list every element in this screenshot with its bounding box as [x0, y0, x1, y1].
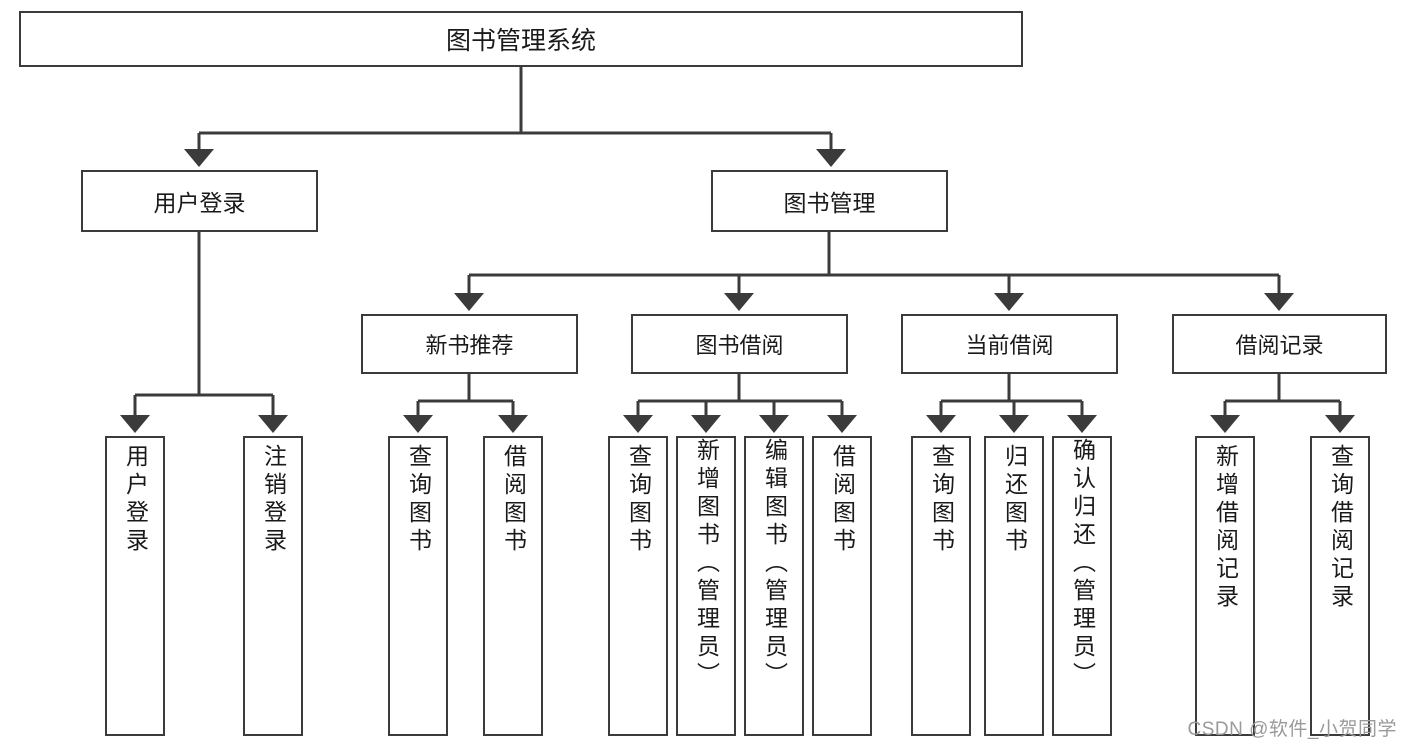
leaf-query-book-borrow[interactable]: 查询图书	[608, 436, 668, 736]
leaf-return-book-label: 归还图书	[1001, 444, 1028, 556]
leaf-query-book-current-label: 查询图书	[928, 444, 955, 556]
leaf-user-login[interactable]: 用户登录	[105, 436, 165, 736]
node-book-borrow[interactable]: 图书借阅	[631, 314, 848, 374]
node-borrow-record-label: 借阅记录	[1235, 333, 1324, 358]
node-user-login-label: 用户登录	[153, 190, 246, 216]
leaf-confirm-return-admin-label: 确认归还（管理员）	[1069, 438, 1096, 690]
leaf-query-borrow-record[interactable]: 查询借阅记录	[1310, 436, 1370, 736]
watermark: CSDN @软件_小贺同学	[1187, 719, 1397, 740]
node-root[interactable]: 图书管理系统	[19, 11, 1023, 67]
leaf-borrow-book[interactable]: 借阅图书	[812, 436, 872, 736]
leaf-add-borrow-record[interactable]: 新增借阅记录	[1195, 436, 1255, 736]
leaf-borrow-book-recommend-label: 借阅图书	[500, 444, 527, 556]
leaf-edit-book-admin[interactable]: 编辑图书（管理员）	[744, 436, 804, 736]
node-current-borrow[interactable]: 当前借阅	[901, 314, 1118, 374]
leaf-edit-book-admin-label: 编辑图书（管理员）	[761, 438, 788, 690]
leaf-query-book-borrow-label: 查询图书	[625, 444, 652, 556]
leaf-add-borrow-record-label: 新增借阅记录	[1212, 444, 1239, 612]
leaf-borrow-book-label: 借阅图书	[829, 444, 856, 556]
leaf-add-book-admin-label: 新增图书（管理员）	[693, 438, 720, 690]
leaf-query-book-current[interactable]: 查询图书	[911, 436, 971, 736]
leaf-logout[interactable]: 注销登录	[243, 436, 303, 736]
node-book-management[interactable]: 图书管理	[711, 170, 948, 232]
leaf-return-book[interactable]: 归还图书	[984, 436, 1044, 736]
node-root-label: 图书管理系统	[445, 27, 596, 55]
node-new-book-recommend[interactable]: 新书推荐	[361, 314, 578, 374]
leaf-borrow-book-recommend[interactable]: 借阅图书	[483, 436, 543, 736]
node-borrow-record[interactable]: 借阅记录	[1172, 314, 1387, 374]
node-current-borrow-label: 当前借阅	[965, 333, 1054, 358]
node-book-borrow-label: 图书借阅	[695, 333, 784, 358]
leaf-add-book-admin[interactable]: 新增图书（管理员）	[676, 436, 736, 736]
leaf-query-borrow-record-label: 查询借阅记录	[1327, 444, 1354, 612]
node-book-management-label: 图书管理	[783, 190, 876, 216]
leaf-logout-label: 注销登录	[260, 444, 287, 556]
leaf-user-login-label: 用户登录	[122, 444, 149, 556]
leaf-confirm-return-admin[interactable]: 确认归还（管理员）	[1052, 436, 1112, 736]
node-user-login[interactable]: 用户登录	[81, 170, 318, 232]
leaf-query-book-recommend[interactable]: 查询图书	[388, 436, 448, 736]
node-new-book-recommend-label: 新书推荐	[425, 333, 514, 358]
leaf-query-book-recommend-label: 查询图书	[405, 444, 432, 556]
